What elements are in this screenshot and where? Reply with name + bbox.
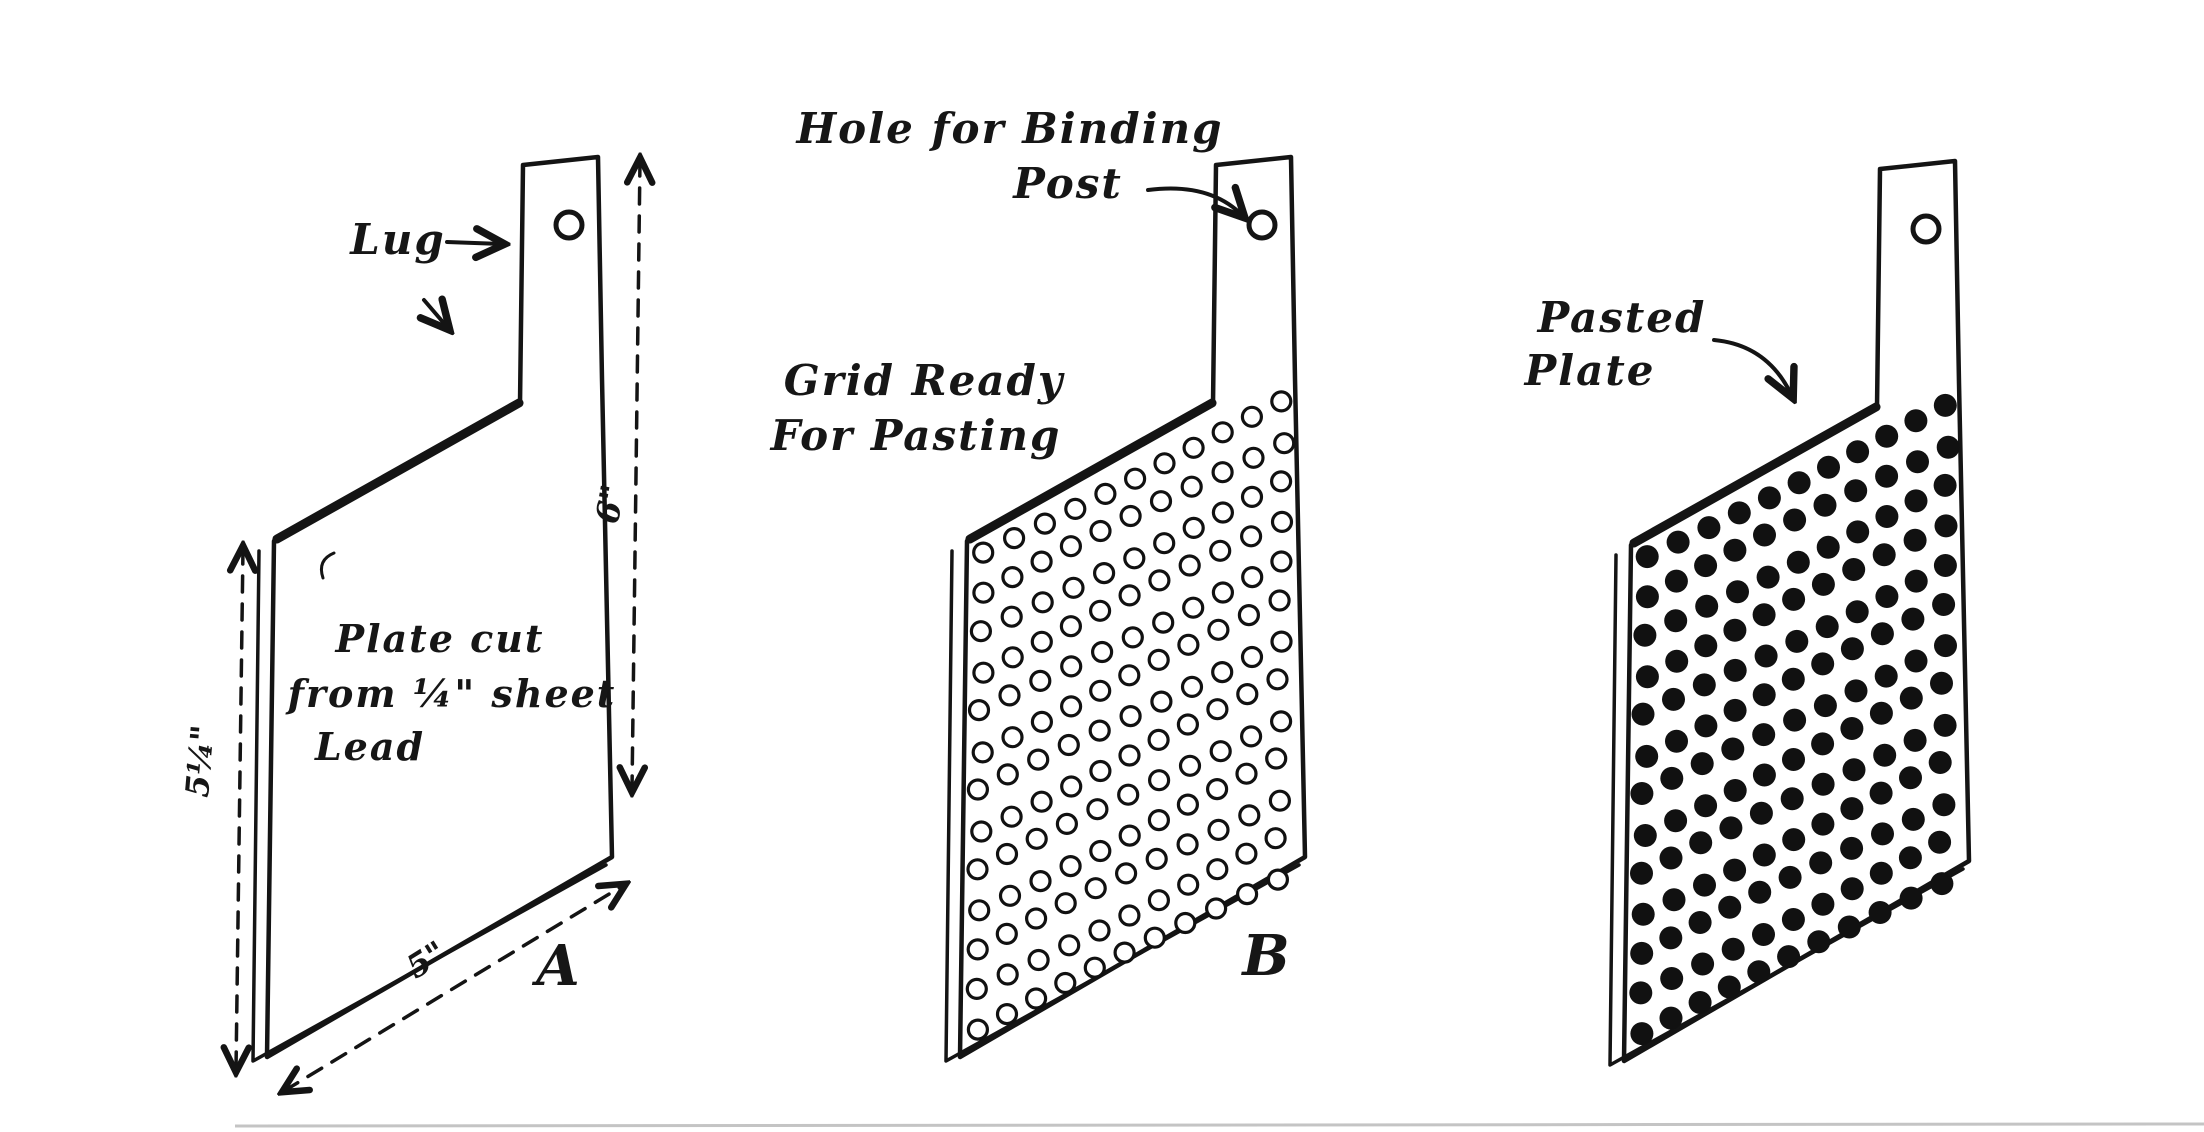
dim-label-left: 5¼"	[178, 723, 222, 798]
pasted-label-line1: Pasted	[1537, 293, 1707, 342]
plate-cut-line2: from ¼" sheet	[285, 671, 617, 716]
dim-label-right: 6"	[588, 482, 632, 527]
pasted-plate-arrow	[1712, 338, 1792, 396]
dim-label-bottom: 5"	[400, 933, 453, 986]
pasted-dots	[1629, 393, 1960, 1046]
dim-line-left	[236, 548, 243, 1070]
letter-b: B	[1240, 923, 1289, 989]
dimension-lines	[236, 160, 640, 1091]
plate-cut-line3: Lead	[314, 724, 425, 769]
lug-label: Lug	[349, 215, 445, 264]
plate-cut-line1: Plate cut	[335, 616, 545, 661]
grid-label-line2: For Pasting	[770, 411, 1062, 460]
binding-post-arrow	[1146, 188, 1243, 216]
plate-c-pasted	[1610, 161, 1969, 1065]
hole-label-line2: Post	[1012, 159, 1123, 208]
plate-b-grid	[946, 157, 1305, 1061]
dim-line-bottom	[284, 885, 624, 1091]
dim-line-right	[632, 160, 640, 790]
pasted-label-line2: Plate	[1524, 346, 1656, 395]
page-bottom-line	[234, 1122, 2204, 1128]
grid-label-line1: Grid Ready	[784, 356, 1065, 405]
hole-label-line1: Hole for Binding	[795, 104, 1223, 153]
lug-flick-arrow	[424, 300, 448, 328]
lug-arrow	[445, 242, 502, 244]
plate-a-blank	[253, 157, 612, 1061]
letter-a: A	[531, 933, 579, 999]
grid-holes	[965, 390, 1296, 1041]
